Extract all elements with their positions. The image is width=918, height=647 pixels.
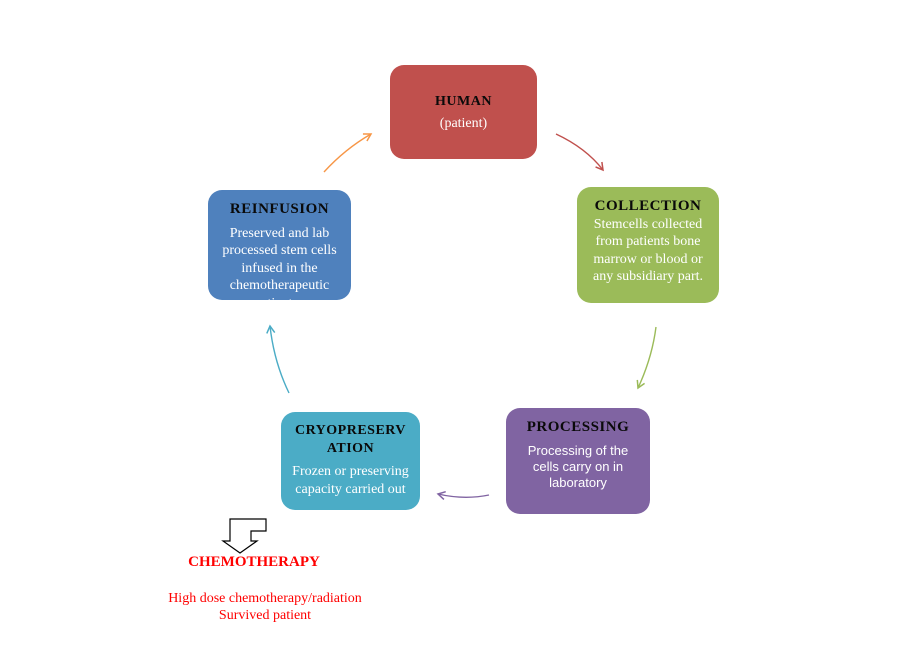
- node-processing: PROCESSING Processing of the cells carry…: [506, 408, 650, 514]
- node-processing-body: Processing of the cells carry on in labo…: [527, 442, 629, 491]
- arrow-reinfusion-to-human: [323, 133, 373, 173]
- node-collection-title: COLLECTION: [594, 198, 702, 214]
- node-processing-title: PROCESSING: [526, 419, 630, 435]
- arrow-processing-to-cryopreservation: [436, 490, 490, 501]
- node-human: HUMAN (patient): [390, 65, 537, 159]
- node-collection: COLLECTION Stemcells collected from pati…: [577, 187, 719, 303]
- arrow-collection-to-processing: [636, 326, 657, 390]
- down-arrow-outline-icon: [221, 518, 267, 554]
- node-cryopreservation-body: Frozen or preserving capacity carried ou…: [292, 464, 409, 497]
- chemotherapy-title: CHEMOTHERAPY: [188, 554, 320, 570]
- node-human-title: HUMAN: [435, 94, 492, 109]
- chemotherapy-line: High dose chemotherapy/radiation: [168, 591, 362, 606]
- node-reinfusion-body: Preserved and lab processed stem cells i…: [222, 225, 337, 311]
- arrow-human-to-collection: [555, 133, 604, 172]
- node-collection-body: Stemcells collected from patients bone m…: [592, 216, 704, 285]
- node-cryopreservation-title: CRYOPRESERV ATION: [294, 423, 407, 456]
- node-reinfusion-title: REINFUSION: [229, 201, 330, 217]
- chemotherapy-line: Survived patient: [218, 608, 312, 623]
- node-reinfusion: REINFUSION Preserved and lab processed s…: [208, 190, 351, 311]
- arrow-cryopreservation-to-reinfusion: [266, 324, 290, 394]
- node-cryopreservation: CRYOPRESERV ATION Frozen or preserving c…: [281, 412, 420, 510]
- node-human-body: (patient): [439, 115, 488, 131]
